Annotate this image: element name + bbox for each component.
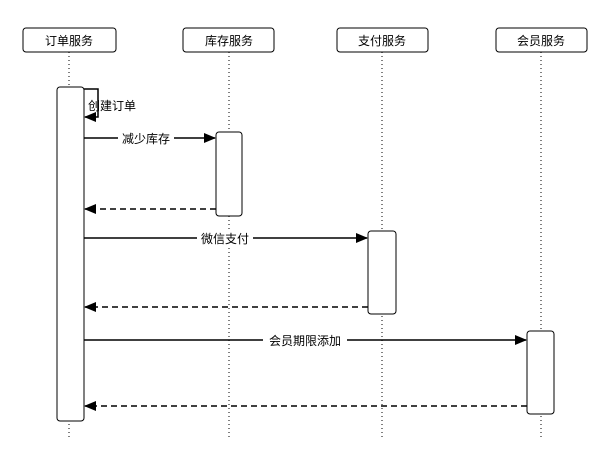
message-label-reduce-stock: 减少库存 <box>122 131 170 146</box>
actor-payment[interactable]: 支付服务 <box>336 27 429 53</box>
activation-payment <box>367 230 397 315</box>
actor-order[interactable]: 订单服务 <box>22 27 117 53</box>
activation-inventory <box>215 131 243 217</box>
message-label-wechat-pay: 微信支付 <box>201 232 249 246</box>
message-create-order[interactable]: 创建订单 <box>84 88 136 122</box>
actor-label-member: 会员服务 <box>517 33 565 48</box>
message-reduce-stock[interactable]: 减少库存 <box>84 131 216 146</box>
activation-member <box>526 330 555 415</box>
activation-order <box>56 86 85 422</box>
message-add-membership[interactable]: 会员期限添加 <box>84 333 527 348</box>
actor-member[interactable]: 会员服务 <box>495 27 588 53</box>
actor-label-order: 订单服务 <box>45 33 93 48</box>
message-label-add-membership: 会员期限添加 <box>269 334 341 348</box>
actor-inventory[interactable]: 库存服务 <box>182 27 275 53</box>
actor-label-payment: 支付服务 <box>358 33 406 48</box>
message-wechat-pay[interactable]: 微信支付 <box>84 231 368 246</box>
actor-label-inventory: 库存服务 <box>205 33 253 48</box>
message-label-create-order: 创建订单 <box>88 99 136 113</box>
